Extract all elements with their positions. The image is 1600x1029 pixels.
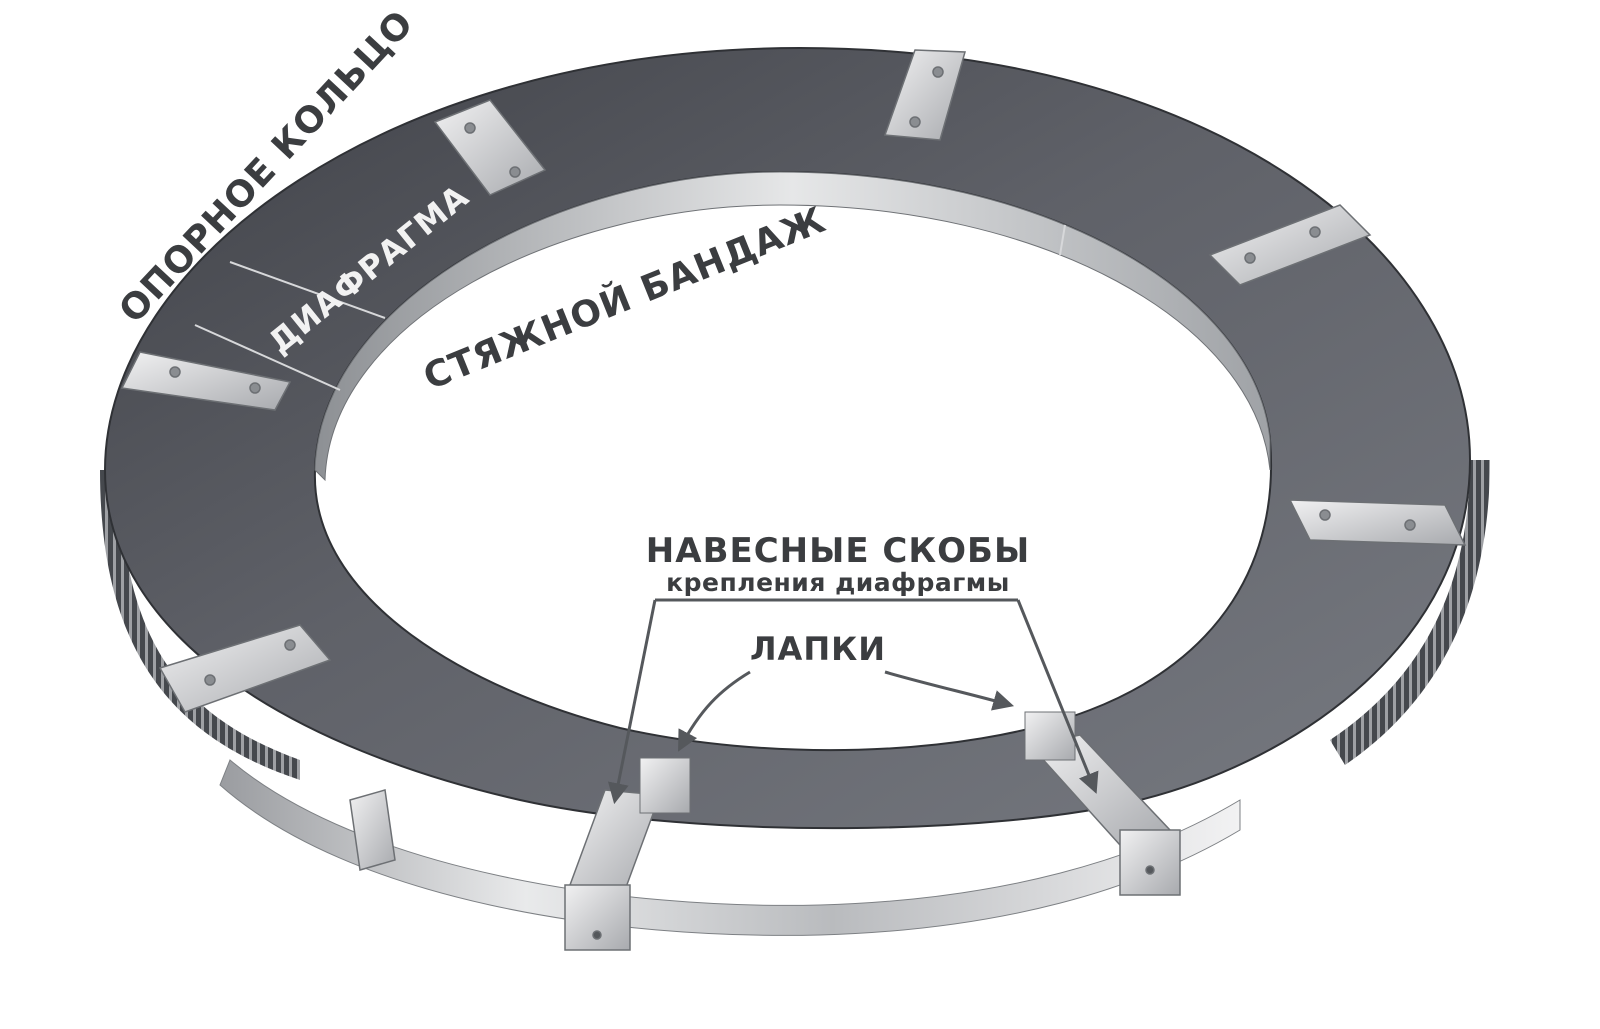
label-brackets-subtitle: крепления диафрагмы <box>666 568 1010 597</box>
diaphragm-seams <box>194 224 1066 391</box>
tabs-arrow-left <box>678 670 751 752</box>
label-tabs: ЛАПКИ <box>750 630 886 668</box>
plate-right <box>1288 499 1467 546</box>
brackets-arrow-left <box>607 599 657 805</box>
label-brackets-title: НАВЕСНЫЕ СКОБЫ <box>646 531 1030 571</box>
plate-top-right <box>1208 204 1372 286</box>
brackets-arrow-right <box>1016 599 1099 794</box>
tab-left <box>639 757 691 814</box>
plate-left <box>120 351 292 411</box>
mounting-plates <box>120 49 1467 713</box>
tabs <box>639 711 1076 814</box>
bracket-left <box>564 789 662 951</box>
bracket-right <box>1028 734 1181 896</box>
bracket-far-left <box>349 789 396 871</box>
tabs-arrow-right <box>884 670 1015 711</box>
plate-bottom-left <box>158 624 332 713</box>
callout-arrows <box>607 598 1099 805</box>
plate-top-left <box>433 99 547 196</box>
inner-band-wall <box>314 171 1271 482</box>
plate-top-center <box>883 49 966 141</box>
hanging-brackets <box>349 734 1181 951</box>
